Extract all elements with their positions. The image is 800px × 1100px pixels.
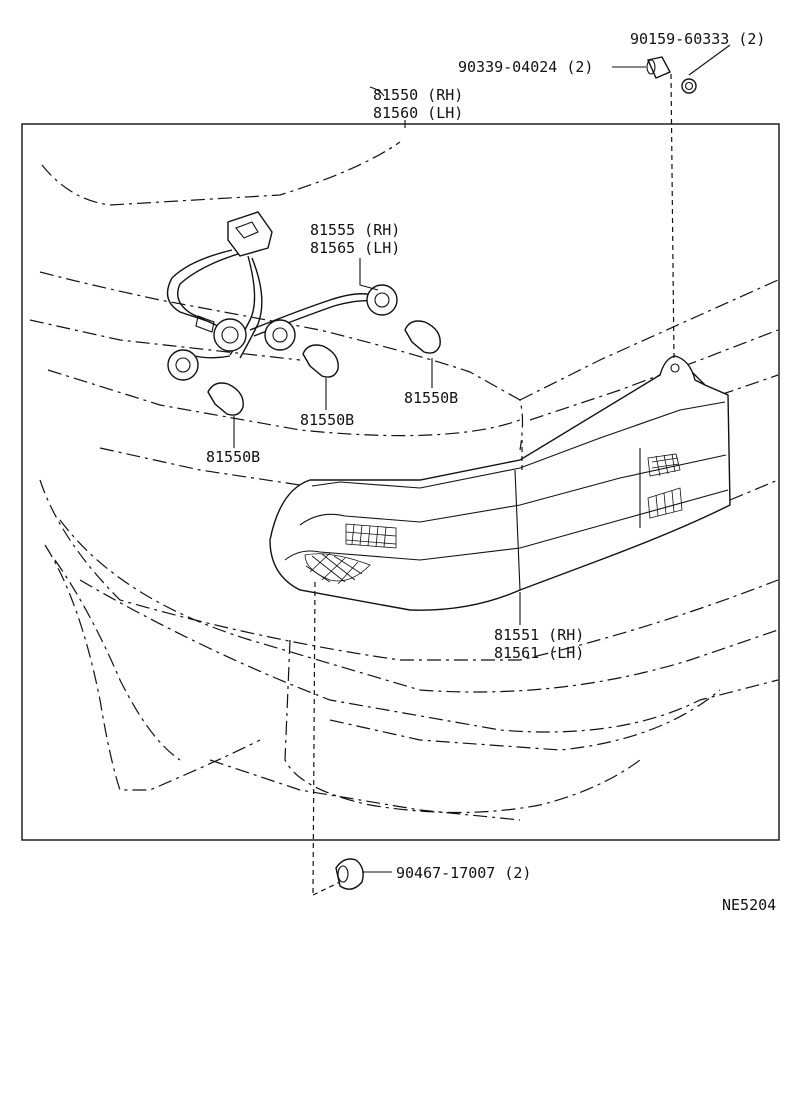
label-lamp-assy-lh: 81560 (LH) <box>373 104 463 122</box>
figure-code: NE5204 <box>722 896 776 914</box>
nut-part <box>646 56 671 79</box>
car-body-outline <box>29 141 779 821</box>
bulb-icon <box>207 382 244 416</box>
label-clip-screw: 90159-60333 (2) <box>630 30 765 48</box>
tail-lamp-assembly <box>269 355 731 611</box>
bulb-icon <box>302 344 339 378</box>
grommet-part <box>335 858 364 890</box>
label-socket-wire-lh: 81565 (LH) <box>310 239 400 257</box>
part-labels: 90159-60333 (2) 90339-04024 (2) 81550 (R… <box>206 30 776 914</box>
clip-screw-part <box>681 78 697 94</box>
socket-and-wire-harness <box>166 211 398 381</box>
label-grommet: 90467-17007 (2) <box>396 864 531 882</box>
leader-lines <box>233 44 731 896</box>
label-lens-rh: 81551 (RH) <box>494 626 584 644</box>
label-bulb: 81550B <box>404 389 458 407</box>
bulb-icon <box>404 320 441 354</box>
label-lens-lh: 81561 (LH) <box>494 644 584 662</box>
label-socket-wire-rh: 81555 (RH) <box>310 221 400 239</box>
diagram-frame <box>21 123 780 841</box>
bulbs <box>207 320 441 416</box>
label-bulb: 81550B <box>300 411 354 429</box>
label-lamp-assy-rh: 81550 (RH) <box>373 86 463 104</box>
label-nut: 90339-04024 (2) <box>458 58 593 76</box>
label-bulb: 81550B <box>206 448 260 466</box>
